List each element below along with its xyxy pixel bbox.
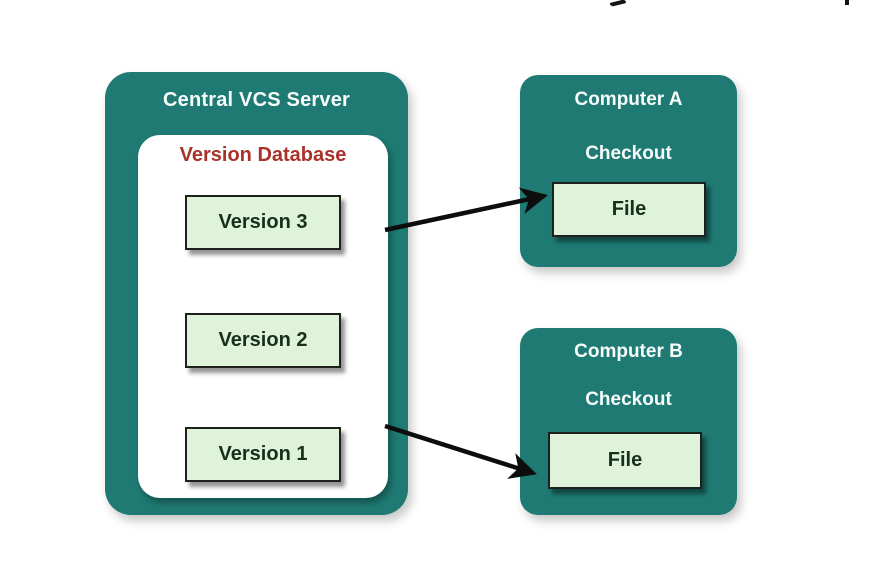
computer-b-checkout-label: Checkout: [585, 389, 672, 410]
cropped-text-fragment: [845, 0, 849, 5]
computer-a-checkout-label: Checkout: [585, 143, 672, 164]
computer-b-title: Computer B: [574, 341, 683, 362]
computer-a-file-box: File: [552, 182, 706, 237]
central-server-title: Central VCS Server: [162, 89, 351, 111]
version-3-box: Version 3: [185, 195, 341, 250]
computer-a-title: Computer A: [574, 89, 683, 110]
version-database-panel: Version Database Version 3 Version 2 Ver…: [138, 135, 388, 498]
computer-a-box: Computer A Checkout File: [520, 75, 737, 267]
version-database-title: Version Database: [179, 144, 347, 166]
version-2-box: Version 2: [185, 313, 341, 368]
version-1-box: Version 1: [185, 427, 341, 482]
central-vcs-server-box: Central VCS Server Version Database Vers…: [105, 72, 408, 515]
computer-b-box: Computer B Checkout File: [520, 328, 737, 515]
computer-b-file-box: File: [548, 432, 702, 489]
cropped-text-fragment: [609, 0, 627, 7]
